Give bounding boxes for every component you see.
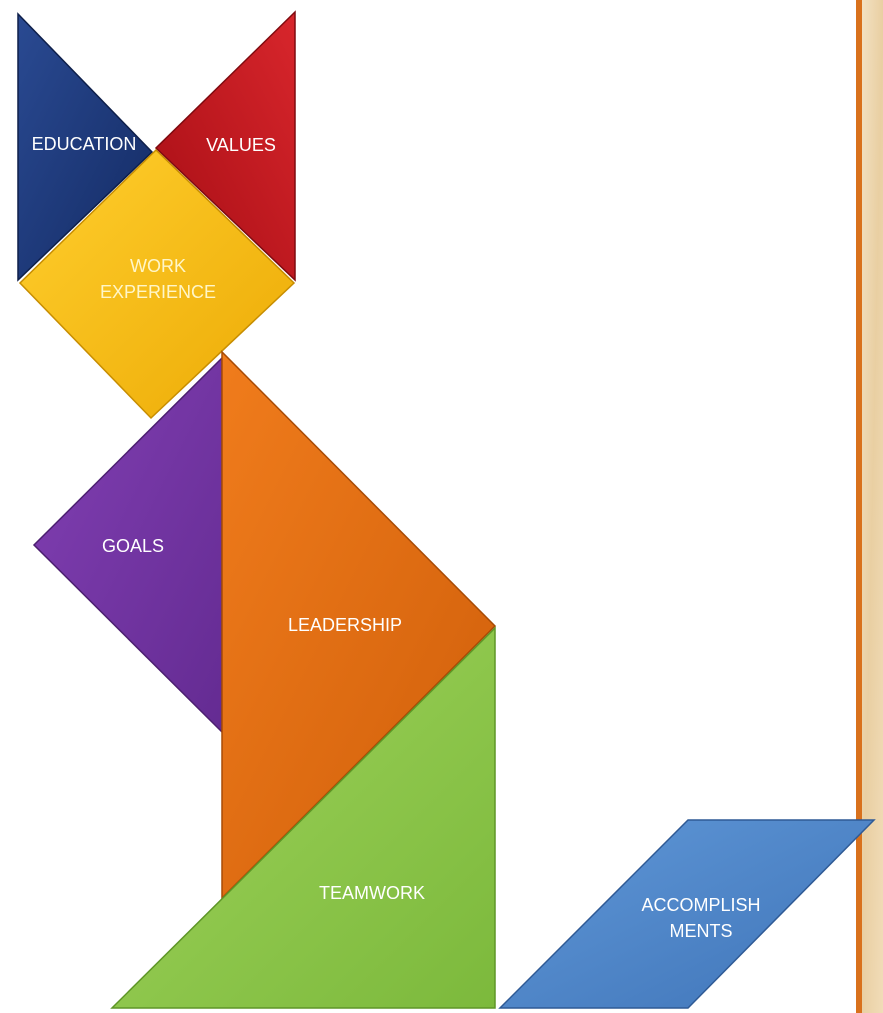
values-label: VALUES xyxy=(206,135,276,155)
leadership-label: LEADERSHIP xyxy=(288,615,402,635)
goals-label: GOALS xyxy=(102,536,164,556)
education-label: EDUCATION xyxy=(32,134,137,154)
accomplishments-piece: ACCOMPLISH MENTS xyxy=(498,819,876,1009)
education-piece: EDUCATION xyxy=(17,12,154,282)
goals-piece: GOALS xyxy=(32,356,223,734)
work-experience-label-line2: EXPERIENCE xyxy=(100,282,216,302)
background-strip xyxy=(861,0,883,1013)
work-experience-piece: WORK EXPERIENCE xyxy=(18,148,296,420)
teamwork-label: TEAMWORK xyxy=(319,883,425,903)
leadership-piece: LEADERSHIP xyxy=(221,350,497,900)
values-piece: VALUES xyxy=(154,10,296,282)
accomplishments-label-line2: MENTS xyxy=(670,921,733,941)
work-experience-label-line1: WORK xyxy=(130,256,186,276)
teamwork-piece: TEAMWORK xyxy=(110,626,496,1009)
accomplishments-label-line1: ACCOMPLISH xyxy=(641,895,760,915)
background-border xyxy=(856,0,862,1013)
